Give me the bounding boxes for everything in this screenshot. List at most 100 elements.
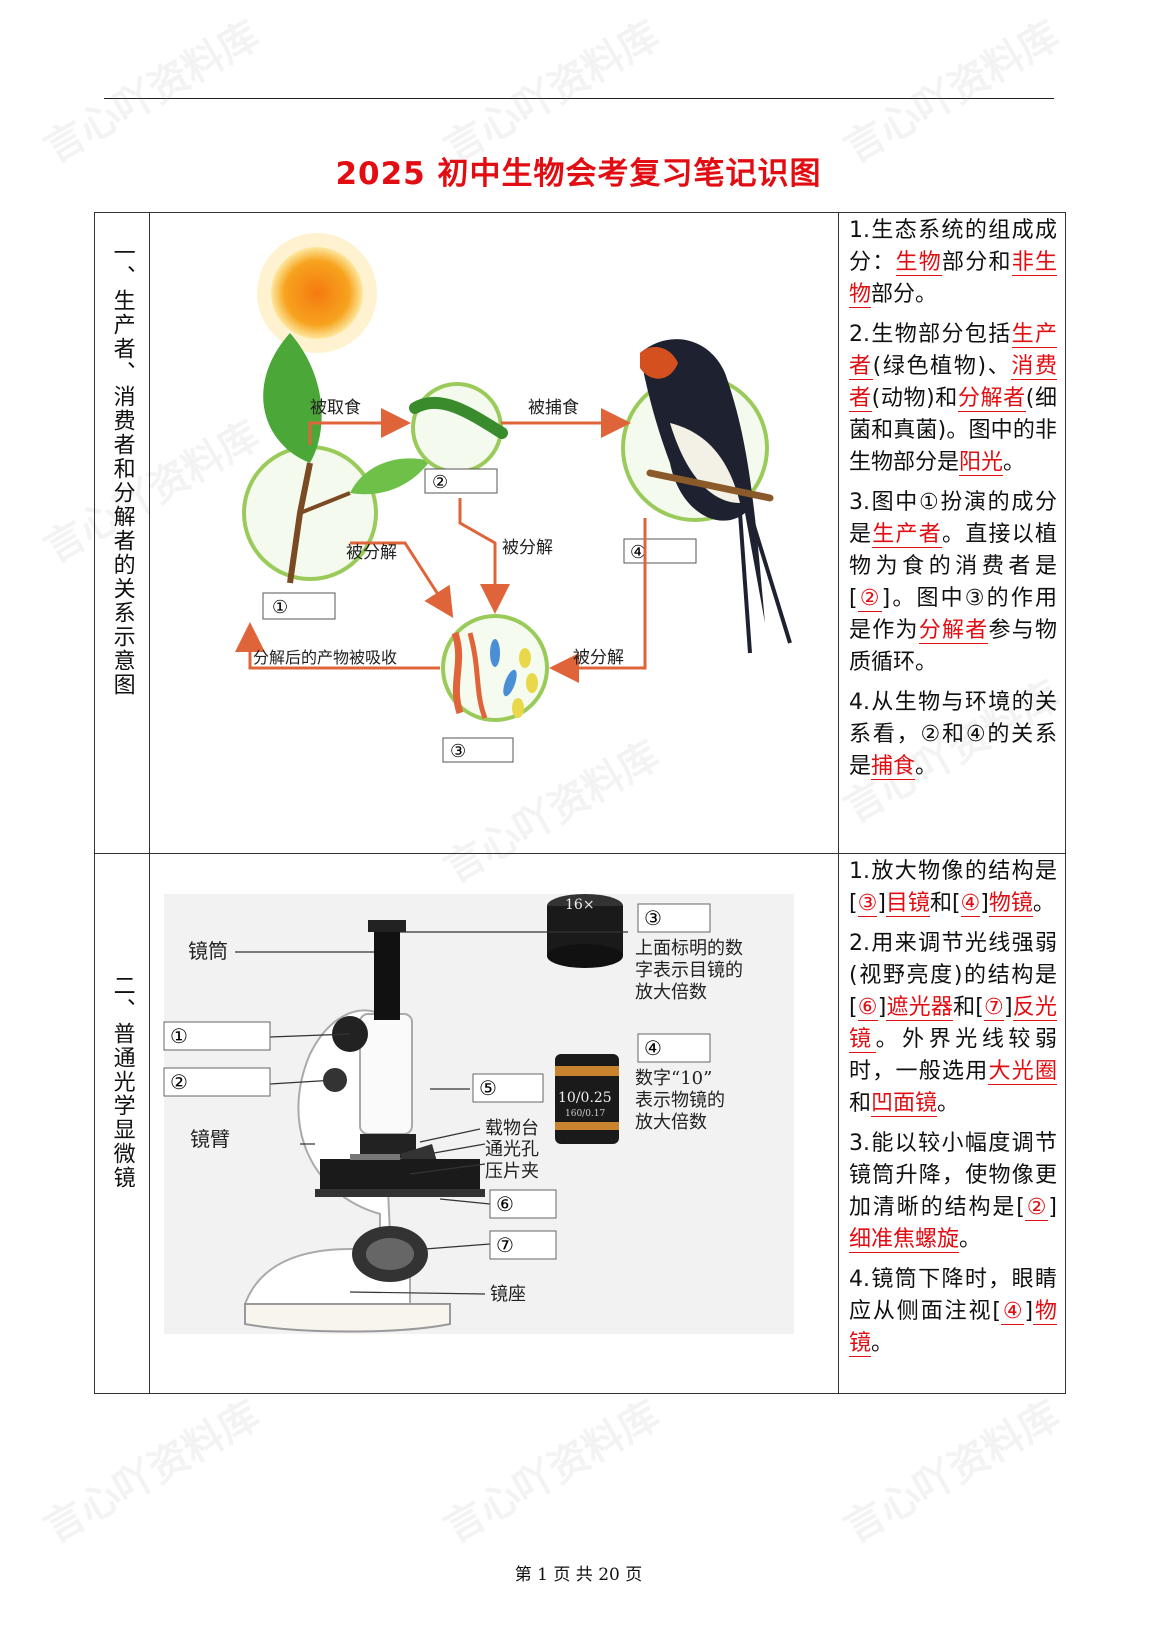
note-text: ] <box>1048 1195 1057 1220</box>
label-box-7 <box>489 1230 557 1260</box>
note-text: 。 <box>1032 891 1055 916</box>
label-box-2 <box>163 1067 271 1097</box>
note-text: 部分和 <box>942 250 1012 275</box>
note-text: 2.用来调节光线强弱(视野亮度)的结构是[ <box>849 931 1057 1020</box>
microscope-figure-cell: 16× 10/0.25 160/0.17 <box>149 853 839 1394</box>
arrow-eaten <box>308 408 411 445</box>
eyepiece-illustration: 16× <box>547 894 623 968</box>
note-text: 部分。 <box>871 282 938 307</box>
note-paragraph: 3.能以较小幅度调节镜筒升降，使物像更加清晰的结构是[②]细准焦螺旋。 <box>849 1128 1057 1256</box>
note-text: 。 <box>915 754 938 779</box>
note-text: 1.生态系统的组成成分： <box>849 218 1057 275</box>
answer-text: 分解者 <box>918 618 989 644</box>
label-box-1 <box>163 1021 271 1051</box>
note-paragraph: 4.镜筒下降时，眼睛应从侧面注视[④]物镜。 <box>849 1264 1057 1360</box>
objective-illustration: 10/0.25 160/0.17 <box>555 1054 619 1144</box>
answer-text: 消费者 <box>849 354 1057 412</box>
answer-text: ④ <box>960 891 981 917</box>
note-text: 。 <box>1003 450 1026 475</box>
label-box-1 <box>262 592 336 620</box>
decomposer-circle <box>441 614 549 722</box>
notes-cell: 1.生态系统的组成成分：生物部分和非生物部分。2.生物部分包括生产者(绿色植物)… <box>838 212 1066 854</box>
note-paragraph: 4.从生物与环境的关系看，②和④的关系是捕食。 <box>849 687 1057 783</box>
page-footer: 第 1 页 共 20 页 <box>514 1565 643 1585</box>
objective-caption-line: 数字“10” <box>635 1068 712 1089</box>
note-text: 4.镜筒下降时，眼睛应从侧面注视[ <box>849 1267 1057 1324</box>
answer-text: ⑥ <box>857 995 878 1021</box>
arrow-label-eaten: 被取食 <box>310 398 361 418</box>
header-rule <box>104 98 1054 99</box>
label-box-3 <box>442 737 514 763</box>
answer-text: ② <box>857 586 882 612</box>
answer-text: 分解者 <box>957 386 1026 412</box>
watermark: 言心吖资料库 <box>436 1392 668 1553</box>
eyepiece-caption-line: 上面标明的数 <box>635 938 743 959</box>
note-text: 2.生物部分包括 <box>849 322 1012 347</box>
answer-text: ② <box>1024 1195 1049 1221</box>
part-label-aperture: 通光孔 <box>485 1139 539 1160</box>
arrow-label-preyed: 被捕食 <box>528 398 579 418</box>
answer-text: 反光镜 <box>849 995 1057 1053</box>
note-text: 和 <box>849 1091 872 1116</box>
arrow-absorbed <box>235 622 440 670</box>
section-row-ecosystem: 一、生产者、消费者和分解者的关系示意图 <box>94 212 1066 854</box>
part-label-tube: 镜筒 <box>188 939 228 963</box>
ecosystem-diagram: ① ② ④ <box>235 233 792 763</box>
arrow-label-decomposed: 被分解 <box>502 538 553 558</box>
answer-text: 生产者 <box>849 322 1057 380</box>
eyepiece-caption-line: 放大倍数 <box>635 982 707 1003</box>
section-label-cell: 二、普通光学显微镜 <box>94 853 150 1394</box>
notes-block: 1.放大物像的结构是[③]目镜和[④]物镜。2.用来调节光线强弱(视野亮度)的结… <box>839 854 1065 1360</box>
note-text: 参与物质循环。 <box>849 618 1057 675</box>
note-text: 和[ <box>953 995 984 1020</box>
answer-text: 物镜 <box>988 891 1033 917</box>
label-num-5: ⑤ <box>479 1076 497 1100</box>
note-paragraph: 2.用来调节光线强弱(视野亮度)的结构是[⑥]遮光器和[⑦]反光镜。外界光线较弱… <box>849 928 1057 1120</box>
label-box-4 <box>637 1033 711 1063</box>
plant-producer <box>242 333 430 584</box>
eyepiece-caption-line: 字表示目镜的 <box>635 960 743 981</box>
sun-icon <box>271 247 363 339</box>
part-label-base: 镜座 <box>490 1284 526 1305</box>
label-num-7: ⑦ <box>496 1233 514 1257</box>
section-label: 二、普通光学显微镜 <box>109 974 135 1190</box>
answer-text: 遮光器 <box>886 995 954 1021</box>
eyepiece-mark: 16× <box>565 897 595 913</box>
figure-background <box>164 894 794 1334</box>
section-row-microscope: 二、普通光学显微镜 <box>94 853 1066 1394</box>
answer-text: 目镜 <box>885 891 930 917</box>
answer-text: 生产者 <box>872 522 942 548</box>
caterpillar-consumer <box>409 382 508 474</box>
note-text: ] <box>877 891 886 916</box>
arrow-label-decomposed: 被分解 <box>346 543 397 563</box>
answer-text: 阳光 <box>959 450 1004 476</box>
label-num-3: ③ <box>644 906 662 930</box>
note-text: 。 <box>959 1227 982 1252</box>
note-text: ] <box>1003 995 1013 1020</box>
answer-text: 凹面镜 <box>871 1091 938 1117</box>
note-text: (绿色植物)、 <box>872 354 1012 379</box>
note-paragraph: 2.生物部分包括生产者(绿色植物)、消费者(动物)和分解者(细菌和真菌)。图中的… <box>849 319 1057 479</box>
label-num-6: ⑥ <box>496 1192 514 1216</box>
label-box-2 <box>424 468 498 494</box>
label-box-3 <box>637 903 711 933</box>
arrow-caterpillar-decomposed <box>458 498 510 614</box>
note-text: 1.放大物像的结构是[ <box>849 859 1057 916</box>
note-text: 和[ <box>929 891 961 916</box>
arrow-bird-decomposed <box>549 518 647 683</box>
part-label-clip: 压片夹 <box>485 1161 539 1182</box>
note-text: 3.能以较小幅度调节镜筒升降，使物像更加清晰的结构是[ <box>849 1131 1057 1220</box>
label-num-3: ③ <box>450 741 466 762</box>
section-label: 一、生产者、消费者和分解者的关系示意图 <box>109 241 135 697</box>
note-text: ] <box>877 995 887 1020</box>
answer-text: ③ <box>857 891 878 917</box>
watermark: 言心吖资料库 <box>36 1392 268 1553</box>
note-text: ] <box>1024 1299 1034 1324</box>
label-num-1: ① <box>272 597 288 618</box>
bird-consumer <box>621 339 792 654</box>
watermark: 言心吖资料库 <box>836 1392 1068 1553</box>
label-num-2: ② <box>170 1070 188 1094</box>
answer-text: 捕食 <box>871 754 916 780</box>
answer-text: 大光圈 <box>988 1059 1057 1085</box>
note-paragraph: 1.放大物像的结构是[③]目镜和[④]物镜。 <box>849 856 1057 920</box>
